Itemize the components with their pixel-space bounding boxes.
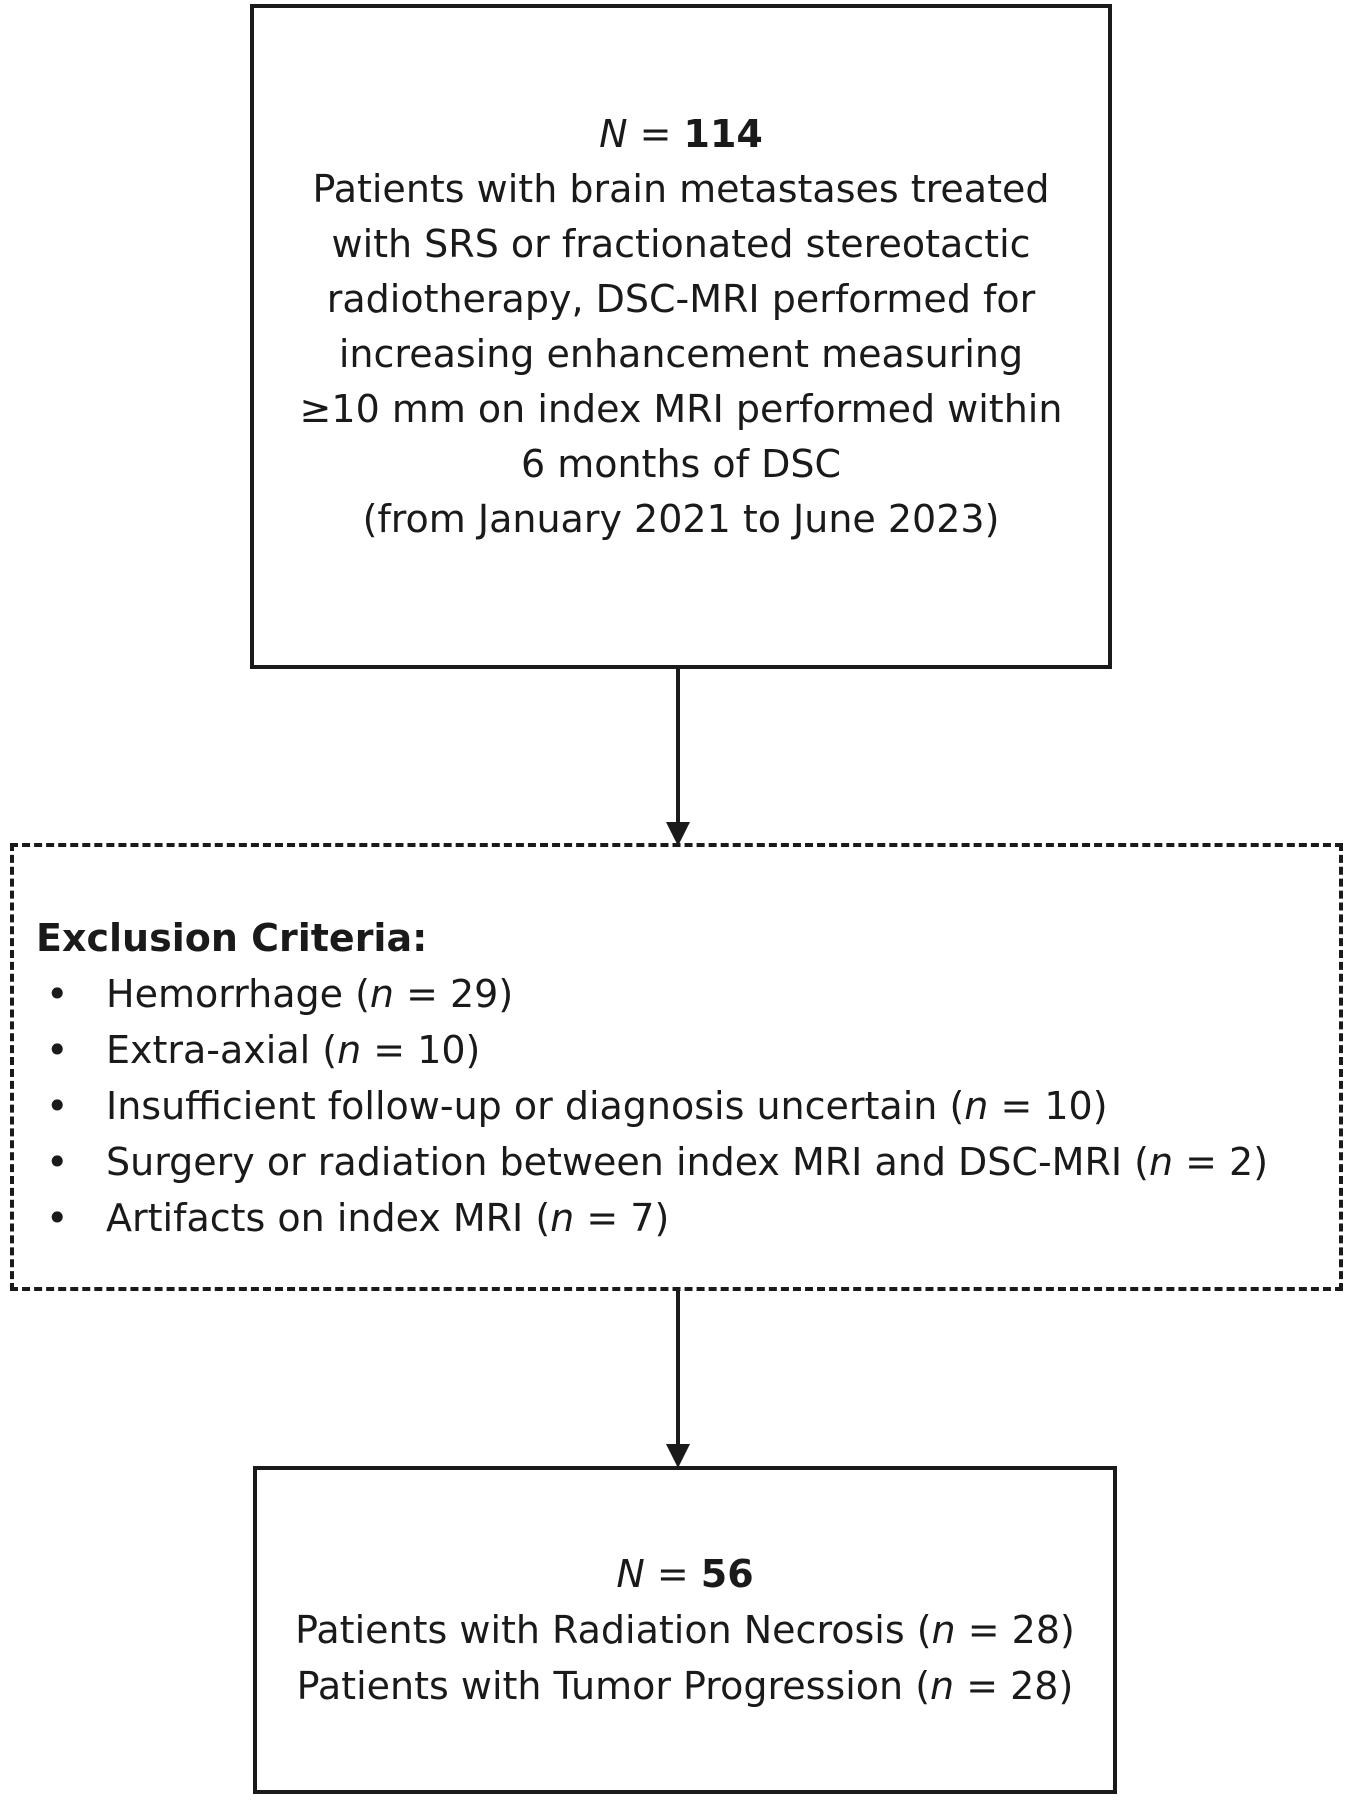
exclusion-item: • Hemorrhage (n = 29) (36, 966, 1339, 1022)
exclusion-item: • Artifacts on index MRI (n = 7) (36, 1190, 1339, 1246)
initial-desc-line: radiotherapy, DSC-MRI performed for (326, 276, 1036, 321)
cohort-initial-box: N = 114 Patients with brain metastases t… (250, 4, 1112, 669)
final-group-text: Patients with Radiation Necrosis ( (295, 1608, 932, 1652)
bullet-icon: • (46, 972, 69, 1016)
exclusion-n-symbol: n (1148, 1140, 1174, 1184)
initial-n-value: 114 (683, 111, 763, 156)
final-group-count: = 28) (955, 1608, 1075, 1652)
exclusion-item-text: Extra-axial ( (106, 1028, 338, 1072)
exclusion-item-text: Artifacts on index MRI ( (106, 1196, 551, 1240)
exclusion-n-symbol: n (369, 972, 394, 1016)
initial-count: N = 114 (599, 107, 763, 162)
initial-n-equals: = (627, 111, 684, 156)
exclusion-item: • Extra-axial (n = 10) (36, 1022, 1339, 1078)
initial-desc-line: 6 months of DSC (520, 441, 842, 486)
exclusion-n-symbol: n (337, 1028, 362, 1072)
final-group-line: Patients with Tumor Progression (n = 28) (297, 1658, 1074, 1714)
final-group-n-symbol: n (931, 1608, 956, 1652)
initial-desc-line: (from January 2021 to June 2023) (362, 496, 1000, 541)
bullet-icon: • (46, 1140, 69, 1184)
final-group-n-symbol: n (930, 1664, 955, 1708)
final-n-equals: = (644, 1552, 701, 1596)
final-n-symbol: N (616, 1552, 645, 1596)
bullet-icon: • (46, 1084, 69, 1128)
exclusion-item-count: = 7) (574, 1196, 670, 1240)
initial-desc-line: with SRS or fractionated stereotactic (331, 221, 1031, 266)
initial-desc-line: ≥10 mm on index MRI performed within (299, 386, 1063, 431)
exclusion-item: • Surgery or radiation between index MRI … (36, 1134, 1339, 1190)
final-group-text: Patients with Tumor Progression ( (296, 1664, 931, 1708)
bullet-icon: • (46, 1028, 69, 1072)
final-group-count: = 28) (954, 1664, 1074, 1708)
final-count: N = 56 (616, 1546, 753, 1602)
exclusion-title: Exclusion Criteria: (36, 916, 428, 960)
exclusion-n-symbol: n (550, 1196, 575, 1240)
exclusion-item-count: = 10) (988, 1084, 1108, 1128)
exclusion-criteria-box: Exclusion Criteria: •Hemorrhage (n = 29)… (10, 843, 1343, 1291)
exclusion-item-text: Surgery or radiation between index MRI a… (106, 1140, 1149, 1184)
arrowhead-down-icon (666, 1444, 690, 1468)
exclusion-item-count: = 10) (361, 1028, 481, 1072)
exclusion-item: • Insufficient follow-up or diagnosis unc… (36, 1078, 1339, 1134)
exclusion-item-count: = 2) (1173, 1140, 1269, 1184)
final-n-value: 56 (700, 1552, 754, 1596)
exclusion-n-symbol: n (964, 1084, 989, 1128)
initial-n-symbol: N (599, 111, 628, 156)
exclusion-list: •Hemorrhage (n = 29) •Extra-axial (n = 1… (36, 966, 1339, 1246)
exclusion-item-text: Hemorrhage ( (106, 972, 370, 1016)
cohort-final-box: N = 56 Patients with Radiation Necrosis … (253, 1466, 1117, 1794)
initial-desc-line: increasing enhancement measuring (338, 331, 1024, 376)
exclusion-item-text: Insufficient follow-up or diagnosis unce… (106, 1084, 965, 1128)
bullet-icon: • (46, 1196, 69, 1240)
final-group-line: Patients with Radiation Necrosis (n = 28… (295, 1602, 1075, 1658)
initial-desc-line: Patients with brain metastases treated (312, 166, 1050, 211)
exclusion-item-count: = 29) (394, 972, 514, 1016)
